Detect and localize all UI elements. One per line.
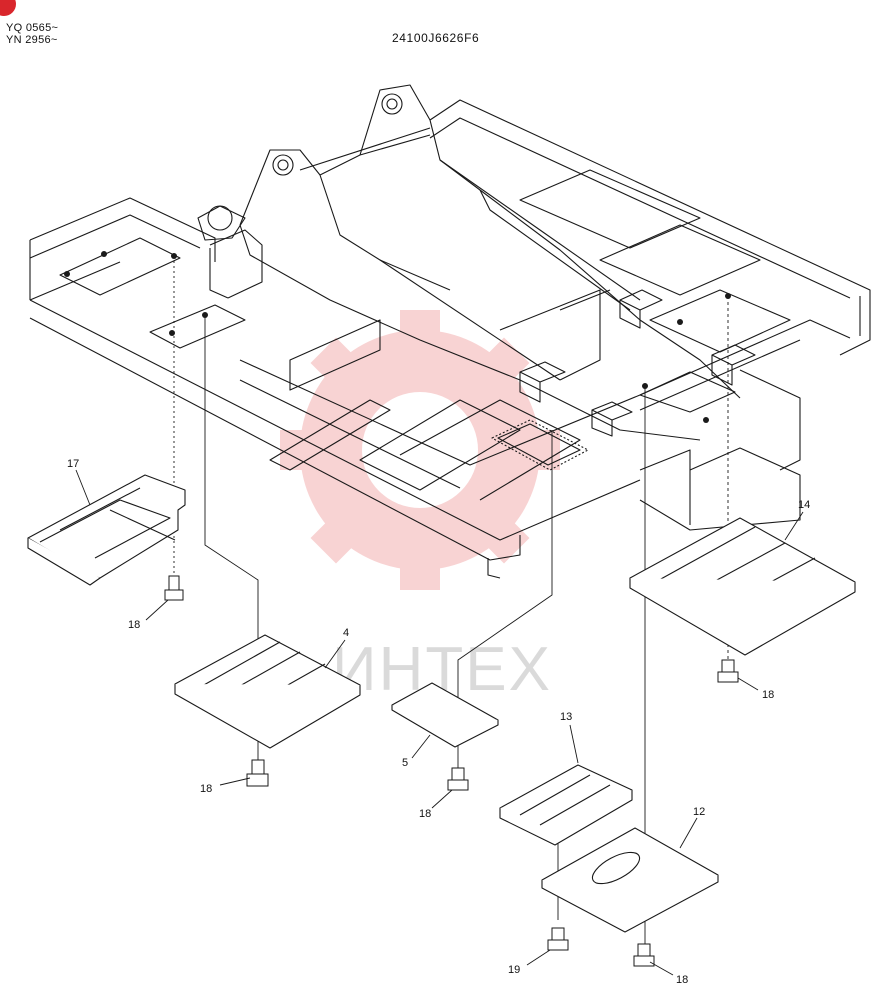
callout-4: 4	[343, 627, 349, 639]
serial-range: YQ 0565~ YN 2956~	[6, 22, 58, 46]
serial-line-2: YN 2956~	[6, 34, 58, 46]
callout-17: 17	[67, 458, 79, 470]
bolt-18-plate14	[717, 659, 739, 683]
callout-14: 14	[798, 499, 810, 511]
plate-17	[27, 474, 186, 586]
main-frame	[29, 84, 871, 579]
plate-5	[391, 682, 499, 748]
callout-13: 13	[560, 711, 572, 723]
serial-line-1: YQ 0565~	[6, 22, 59, 34]
plate-4	[174, 634, 361, 749]
callout-18-left: 18	[128, 619, 140, 631]
drawing-number: 24100J6626F6	[392, 31, 480, 45]
callout-18-plate5: 18	[419, 808, 431, 820]
corner-badge	[0, 0, 16, 16]
callout-19: 19	[508, 964, 520, 976]
bolt-18-plate4	[246, 759, 269, 787]
plate-14	[629, 517, 856, 656]
callout-5: 5	[402, 757, 408, 769]
callout-labels: 17 18 4 18 5 18 13 12 19 18 14 18	[67, 458, 810, 986]
bolt-symbols	[164, 575, 739, 967]
callout-12: 12	[693, 806, 705, 818]
bracket-13	[499, 764, 633, 846]
callout-18-plate4: 18	[200, 783, 212, 795]
callout-leaders	[75, 469, 804, 976]
bolt-18-plate12	[633, 943, 655, 967]
bolt-18-left	[164, 575, 184, 601]
bolt-18-plate5	[447, 767, 469, 791]
bolt-19	[547, 927, 569, 951]
plate-12	[541, 827, 719, 933]
callout-18-plate12: 18	[676, 974, 688, 986]
callout-18-plate14: 18	[762, 689, 774, 701]
